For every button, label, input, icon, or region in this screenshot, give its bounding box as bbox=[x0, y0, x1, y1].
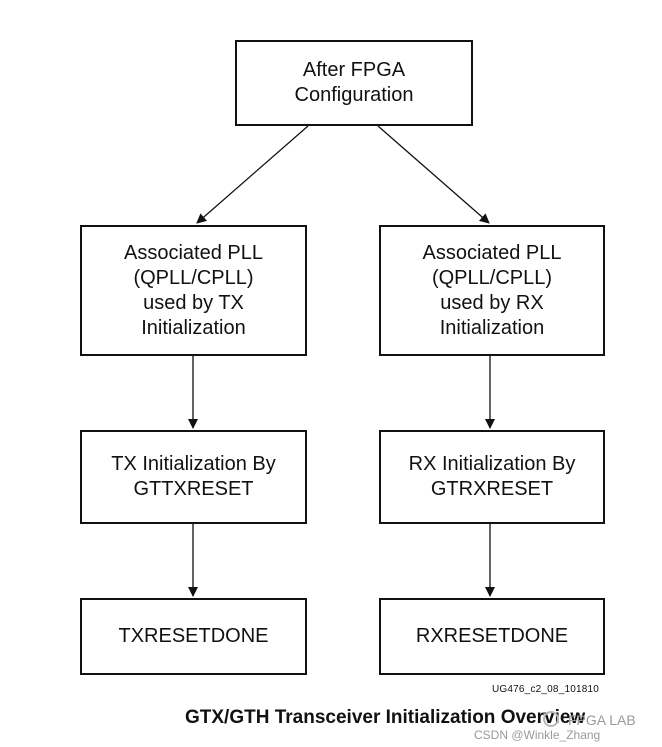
arrow-config-to-rx-pll bbox=[377, 125, 490, 224]
arrow-config-to-tx-pll bbox=[196, 125, 309, 224]
watermark-logo-icon bbox=[543, 711, 559, 727]
node-line: (QPLL/CPLL) bbox=[133, 266, 254, 289]
node-line: Configuration bbox=[294, 84, 414, 106]
node-line: Initialization bbox=[439, 316, 545, 339]
node-tx-initialization: TX Initialization By GTTXRESET bbox=[80, 430, 307, 524]
node-line: GTTXRESET bbox=[133, 478, 254, 500]
figure-id: UG476_c2_08_101810 bbox=[492, 684, 600, 695]
node-line: used by TX bbox=[143, 291, 244, 314]
node-line: (QPLL/CPLL) bbox=[431, 266, 553, 289]
node-after-fpga-configuration: After FPGA Configuration bbox=[235, 40, 473, 126]
node-tx-pll: Associated PLL (QPLL/CPLL) used by TX In… bbox=[80, 225, 307, 356]
node-line: GTRXRESET bbox=[430, 478, 554, 500]
node-line: RX Initialization By bbox=[408, 453, 576, 475]
node-line: TX Initialization By bbox=[111, 453, 276, 475]
watermark-logo-text: FPGA LAB bbox=[568, 712, 636, 728]
node-rx-initialization: RX Initialization By GTRXRESET bbox=[379, 430, 605, 524]
node-rx-pll: Associated PLL (QPLL/CPLL) used by RX In… bbox=[379, 225, 605, 356]
figure-caption: GTX/GTH Transceiver Initialization Overv… bbox=[185, 707, 586, 728]
watermark-credit: CSDN @Winkle_Zhang bbox=[474, 728, 601, 742]
node-line: Initialization bbox=[141, 316, 246, 339]
node-line: Associated PLL bbox=[422, 241, 562, 264]
node-line: RXRESETDONE bbox=[415, 625, 569, 647]
node-line: TXRESETDONE bbox=[118, 625, 269, 647]
node-line: used by RX bbox=[440, 291, 544, 314]
node-line: After FPGA bbox=[302, 59, 406, 81]
node-rxresetdone: RXRESETDONE bbox=[379, 598, 605, 675]
node-txresetdone: TXRESETDONE bbox=[80, 598, 307, 675]
node-line: Associated PLL bbox=[124, 241, 263, 264]
